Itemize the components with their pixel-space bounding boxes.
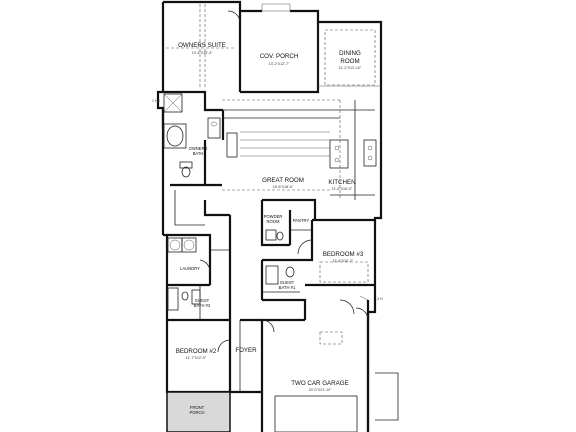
great-room-label: GREAT ROOM — [262, 177, 304, 184]
guest-bath-2-label: GUEST — [195, 298, 210, 303]
room-labels: OWNERS SUITE 13'-4"X15'-4" COV. PORCH 13… — [152, 42, 383, 415]
garage-dims: 20'-0"X21'-10" — [309, 388, 332, 392]
owners-bath-fixtures — [163, 93, 221, 178]
left-mark: 1 HC — [152, 99, 161, 103]
owners-suite-details — [166, 4, 241, 88]
great-room-details — [222, 99, 377, 200]
guest-bath-1-label: GUEST — [280, 280, 295, 285]
laundry-label: LAUNDRY — [180, 266, 200, 271]
interior-walls — [161, 11, 375, 394]
guest-bath-1-label-2: BATH #1 — [279, 285, 296, 290]
great-room-dims: 15'-6"X18'-6" — [273, 185, 294, 189]
foyer-label: FOYER — [235, 347, 257, 354]
powder-room-label-2: ROOM — [266, 219, 280, 224]
garage-details — [261, 295, 369, 432]
powder-room-label: POWDER — [264, 214, 283, 219]
center-fixtures — [265, 229, 369, 315]
bedroom3-dims: 11'-8"X10'-2" — [333, 259, 354, 263]
front-porch-slab — [166, 391, 231, 432]
kitchen-dims: 11'-6"X16'-0" — [332, 187, 353, 191]
guest-bath-2-label-2: BATH #2 — [194, 303, 211, 308]
front-porch-label-2: PORCH — [189, 410, 204, 415]
dining-room-label: DINING — [339, 50, 361, 57]
dining-room-dims: 11'-2"X12'-10" — [339, 66, 362, 70]
left-fixtures — [167, 237, 231, 353]
owners-bath-label: OWNERS — [189, 146, 208, 151]
cov-porch-dims: 13'-2"X12'-7" — [269, 62, 290, 66]
kitchen-label: KITCHEN — [328, 179, 355, 186]
owners-suite-label: OWNERS SUITE — [178, 42, 226, 49]
garage-label: TWO CAR GARAGE — [291, 380, 348, 387]
pantry-label: PANTRY — [293, 218, 310, 223]
bedroom2-label: BEDROOM #2 — [176, 348, 217, 355]
bedroom3-label: BEDROOM #3 — [323, 251, 364, 258]
dining-room-label-2: ROOM — [340, 58, 359, 65]
owners-bath-label-2: BATH — [193, 151, 204, 156]
cov-porch-label: COV. PORCH — [260, 53, 299, 60]
porch-dining-details — [261, 3, 381, 87]
owners-suite-dims: 13'-4"X15'-4" — [192, 51, 213, 55]
right-mark: 2 H — [377, 297, 383, 301]
bedroom2-dims: 11'-7"X12'-0" — [186, 356, 207, 360]
front-porch-label: FRONT — [190, 405, 205, 410]
